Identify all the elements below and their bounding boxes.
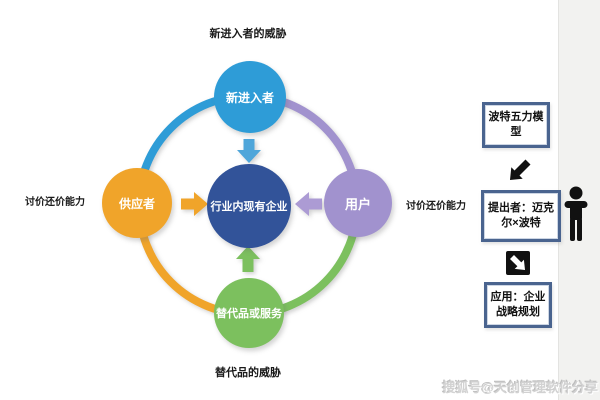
node-industry-rivals: 行业内现有企业 <box>207 164 291 248</box>
person-icon <box>564 186 588 241</box>
arrow-down-right-icon <box>506 251 530 275</box>
application-box: 应用：企业战略规划 <box>484 282 552 328</box>
arrow-bottom-to-center <box>236 246 260 272</box>
label-threat-of-new-entrants: 新进入者的威胁 <box>209 28 287 40</box>
node-new-entrants-label: 新进入者 <box>225 90 274 105</box>
model-name-box: 波特五力模型 <box>482 102 550 148</box>
node-substitutes-label: 替代品或服务 <box>216 308 282 320</box>
author-text: 提出者：迈克尔×波特 <box>488 202 554 229</box>
node-industry-rivals-label: 行业内现有企业 <box>210 201 288 213</box>
label-threat-of-substitutes: 替代品的威胁 <box>215 367 281 379</box>
arrow-right-to-center <box>295 192 322 216</box>
node-suppliers-label: 供应者 <box>118 196 155 211</box>
author-box: 提出者：迈克尔×波特 <box>481 190 561 242</box>
node-buyers: 用户 <box>324 169 392 237</box>
label-bargaining-power-right: 讨价还价能力 <box>406 201 466 212</box>
arrow-down-left-icon <box>510 159 531 180</box>
node-buyers-label: 用户 <box>344 196 371 212</box>
arrow-left-to-center <box>181 192 208 216</box>
node-new-entrants: 新进入者 <box>214 61 286 133</box>
node-substitutes: 替代品或服务 <box>214 278 284 348</box>
application-text: 应用：企业战略规划 <box>490 291 546 318</box>
arrow-top-to-center <box>237 139 261 163</box>
watermark-text: 搜狐号@天创管理软件分享 <box>442 380 598 395</box>
model-name-text: 波特五力模型 <box>488 111 544 138</box>
label-bargaining-power-left: 讨价还价能力 <box>25 197 85 208</box>
node-suppliers: 供应者 <box>102 168 172 238</box>
